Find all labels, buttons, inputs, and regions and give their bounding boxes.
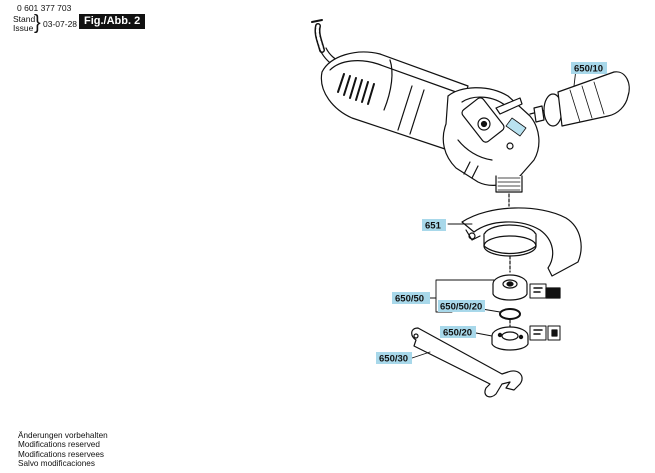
note-line: Änderungen vorbehalten [18, 431, 108, 440]
callout-label: 650/10 [574, 64, 603, 75]
issue-date: 03-07-28 [43, 19, 78, 29]
note-line: Salvo modificaciones [18, 458, 95, 468]
part-number: 0 601 377 703 [17, 3, 72, 13]
callout-flange-inner: 650/50/20 [438, 300, 485, 313]
brace-symbol: } [34, 12, 41, 34]
issue-label: Issue [13, 23, 34, 33]
spanner-wrench [411, 327, 523, 398]
figure-label: Fig./Abb. 2 [79, 14, 146, 29]
mounting-flange [492, 274, 528, 301]
motor-housing [320, 51, 469, 151]
spindle [495, 175, 523, 207]
side-handle [529, 71, 630, 127]
gear-head [442, 87, 540, 186]
wheel-guard [461, 207, 582, 277]
callout-clamp-nut: 650/20 [440, 326, 476, 339]
callout-label: 650/50/20 [440, 302, 482, 313]
callout-label: 650/30 [379, 354, 408, 365]
lock-symbol-icon [529, 283, 561, 299]
callout-flange-set: 650/50 [392, 292, 430, 305]
callout-label: 650/20 [443, 328, 472, 339]
o-ring [499, 308, 521, 329]
note-line: Modifications reserved [18, 440, 100, 450]
callout-spanner: 650/30 [376, 352, 412, 365]
clamp-nut [491, 326, 529, 351]
lock-symbol-icon [529, 325, 561, 341]
stand-label: Stand [13, 14, 36, 24]
callout-label: 650/50 [395, 294, 424, 305]
callout-side-handle: 650/10 [571, 62, 607, 75]
callout-guard: 651 [422, 219, 446, 232]
modification-notes: Änderungen vorbehalten Modifications res… [18, 431, 108, 468]
callout-label: 651 [425, 221, 442, 232]
note-line: Modifications reservees [18, 449, 105, 459]
